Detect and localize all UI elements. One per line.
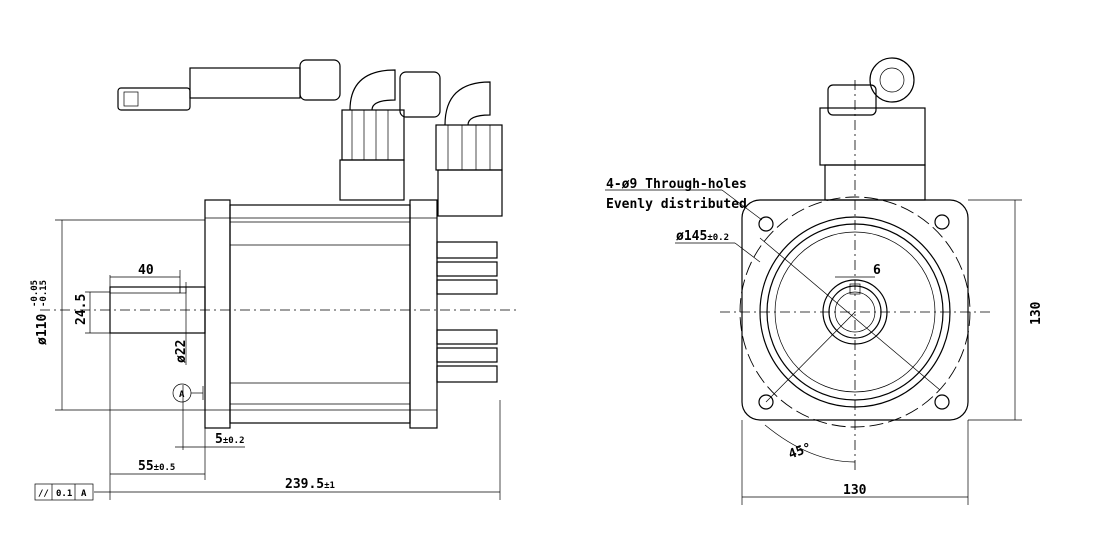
- holes-note-line1: 4-ø9 Through-holes: [606, 177, 747, 192]
- dim-flange-dia-value: ø110: [35, 314, 50, 345]
- dim-width: 130: [843, 483, 867, 498]
- tolerance-value: 0.1: [56, 489, 72, 499]
- power-connector: [117, 59, 405, 201]
- dim-shaft-dia: ø22: [174, 340, 189, 363]
- dim-flange-thickness: 5±0.2: [215, 432, 245, 447]
- dim-total-length: 239.5±1: [285, 477, 335, 492]
- dim-shaft-length: 55±0.5: [138, 459, 175, 474]
- dim-key-length: 40: [138, 263, 154, 278]
- tolerance-datum: A: [81, 489, 87, 499]
- dim-flange-dia: ø110 -0.05 -0.15: [30, 280, 50, 345]
- encoder-connector: [399, 71, 503, 217]
- side-view-body: [40, 199, 520, 429]
- dim-pcd: ø145±0.2: [676, 229, 729, 244]
- datum-label: A: [179, 390, 185, 400]
- tol-lower: -0.15: [39, 280, 49, 307]
- holes-note-line2: Evenly distributed: [606, 197, 747, 212]
- dim-key-height: 24.5: [74, 294, 89, 325]
- tolerance-frame: // 0.1 A: [38, 489, 87, 499]
- parallelism-symbol: //: [38, 489, 49, 499]
- dim-key-width: 6: [873, 263, 881, 278]
- dim-angle: 45°: [787, 440, 814, 462]
- front-view: [720, 57, 990, 470]
- dim-height: 130: [1029, 301, 1044, 325]
- tol-upper: -0.05: [30, 280, 40, 307]
